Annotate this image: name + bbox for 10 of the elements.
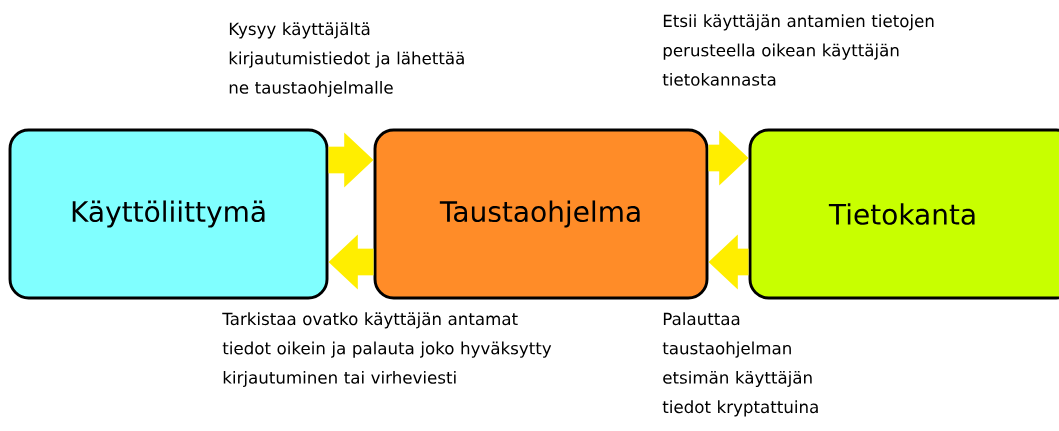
box-label: Käyttöliittymä xyxy=(72,200,265,228)
process-box xyxy=(8,128,329,300)
process-box xyxy=(748,128,1059,300)
edge-label: Kysyy käyttäjältä kirjautumistiedot ja lähettää ne taustaohjelmalle xyxy=(229,22,464,98)
edge-label: Etsii käyttäjän antamien tietojen perusteella oikean käyttäjän tietokannasta xyxy=(662,14,934,86)
box-label: Tietokanta xyxy=(828,203,975,225)
box-label: Taustaohjelma xyxy=(439,200,640,228)
edge-label: Tarkistaa ovatko käyttäjän antamat tiedot oikein ja palauta joko hyväksytty kirjautuminen tai virheviesti xyxy=(222,312,552,388)
process-box xyxy=(373,128,709,300)
edge-label: Palauttaa taustaohjelman etsimän käyttäjän tiedot kryptattuina xyxy=(662,312,818,417)
